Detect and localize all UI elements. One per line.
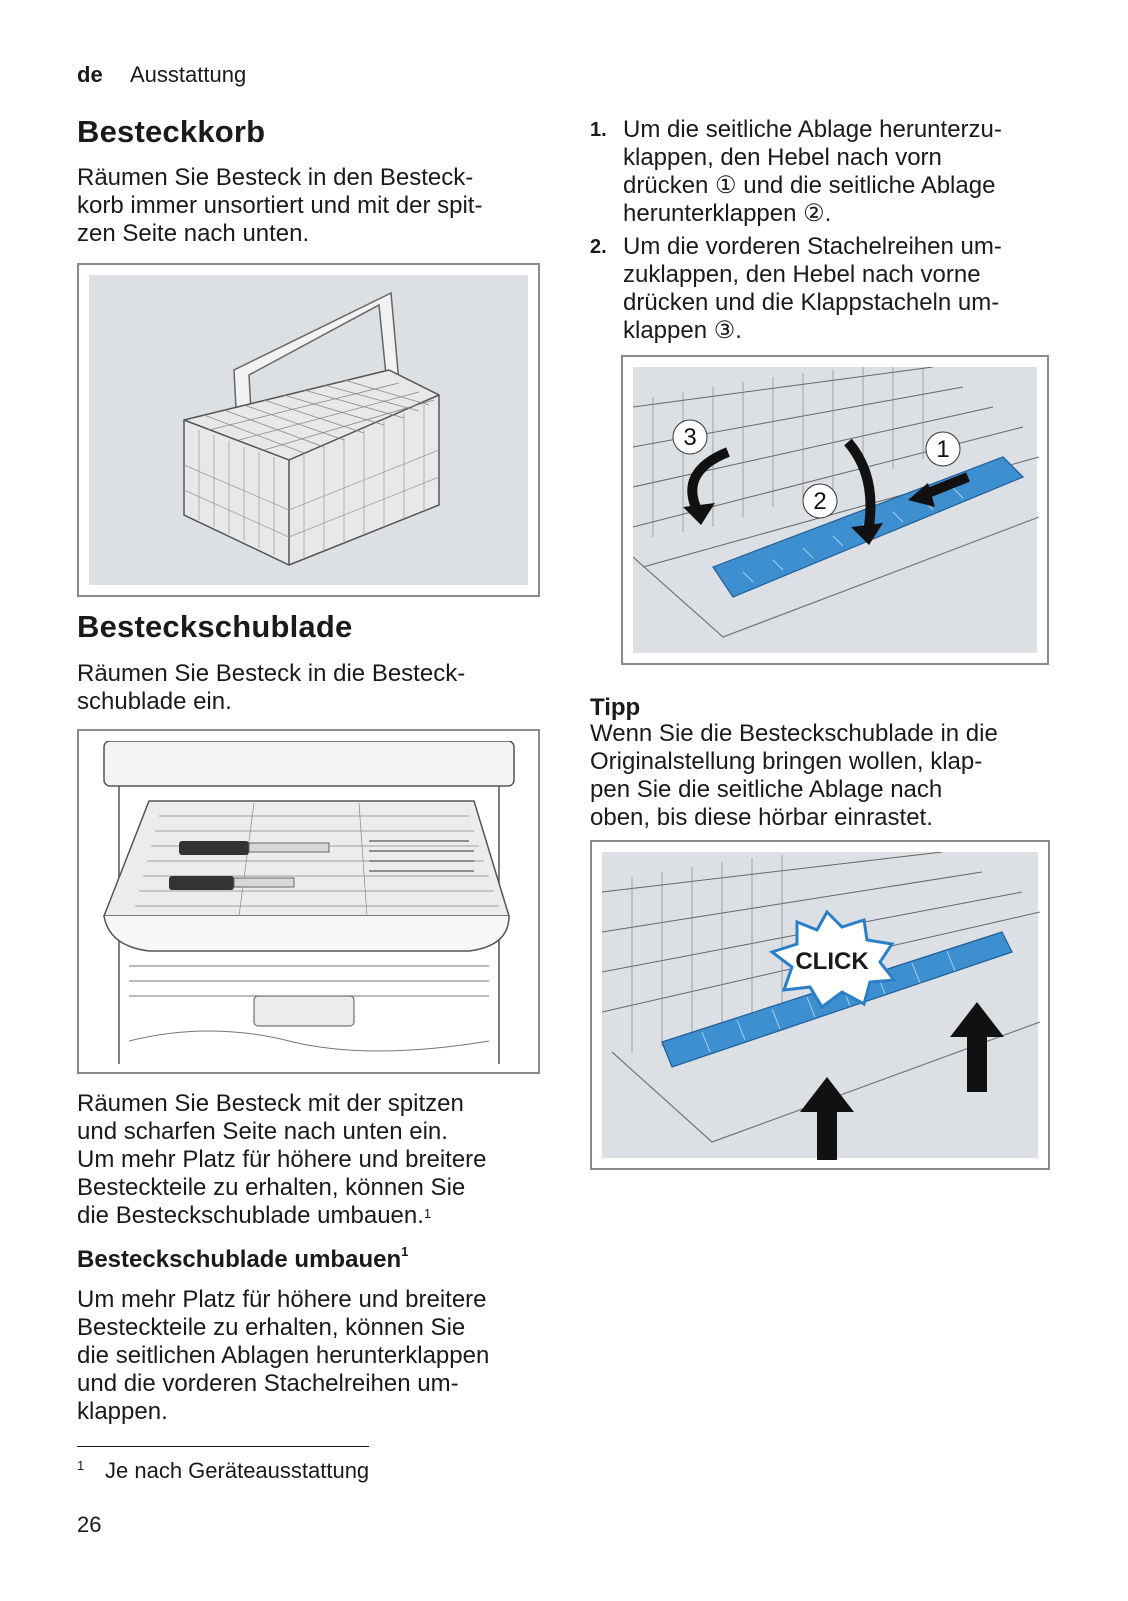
- page-number: 26: [77, 1512, 102, 1537]
- step-number: 2.: [590, 236, 607, 258]
- figure-fold-down-shelf: 1 2 3: [621, 355, 1049, 665]
- callout-1: 1: [936, 436, 949, 463]
- fold-down-shelf-illustration: 1 2 3: [632, 366, 1040, 638]
- instruction-step: 1. Um die seitliche Ablage herunterzu- k…: [590, 116, 1050, 228]
- subheading-umbauen: Besteckschublade umbauen1: [77, 1244, 409, 1274]
- paragraph-spitze-seite-text: Räumen Sie Besteck mit der spitzen und s…: [77, 1090, 487, 1229]
- footnote-ref: 1: [401, 1244, 409, 1259]
- click-label: CLICK: [795, 948, 869, 975]
- callout-3: 3: [683, 424, 696, 451]
- language-tag: de: [77, 62, 103, 87]
- paragraph-besteckschublade: Räumen Sie Besteck in die Besteck- schub…: [77, 660, 466, 715]
- instruction-list: 1. Um die seitliche Ablage herunterzu- k…: [590, 116, 1050, 350]
- step-text: Um die vorderen Stachelreihen um- zuklap…: [623, 233, 1002, 344]
- heading-besteckschublade: Besteckschublade: [77, 609, 353, 644]
- step-number: 1.: [590, 119, 607, 141]
- footnote-divider: [77, 1446, 369, 1447]
- section-title: Ausstattung: [130, 62, 247, 87]
- cutlery-drawer-illustration: [102, 740, 515, 1064]
- figure-shelf-click: CLICK: [590, 840, 1050, 1170]
- paragraph-umbauen: Um mehr Platz für höhere und breitere Be…: [77, 1286, 490, 1425]
- shelf-click-illustration: CLICK: [601, 851, 1041, 1160]
- footnote-text: Je nach Geräteausstattung: [105, 1458, 370, 1483]
- step-text: Um die seitliche Ablage herunterzu- klap…: [623, 116, 1002, 227]
- tip-heading: Tipp: [590, 694, 641, 721]
- heading-besteckkorb: Besteckkorb: [77, 114, 266, 149]
- subheading-umbauen-text: Besteckschublade umbauen: [77, 1246, 402, 1273]
- footnote-mark: 1: [77, 1458, 85, 1473]
- paragraph-besteckkorb: Räumen Sie Besteck in den Besteck- korb …: [77, 164, 483, 247]
- paragraph-spitze-seite: Räumen Sie Besteck mit der spitzen und s…: [77, 1090, 487, 1230]
- figure-cutlery-basket: [77, 263, 540, 597]
- footnote-ref: 1: [423, 1206, 432, 1221]
- figure-cutlery-drawer: [77, 729, 540, 1074]
- callout-2: 2: [813, 488, 826, 515]
- cutlery-basket-illustration: [183, 291, 440, 566]
- instruction-step: 2. Um die vorderen Stachelreihen um- zuk…: [590, 233, 1050, 345]
- tip-text: Wenn Sie die Besteckschublade in die Ori…: [590, 720, 998, 831]
